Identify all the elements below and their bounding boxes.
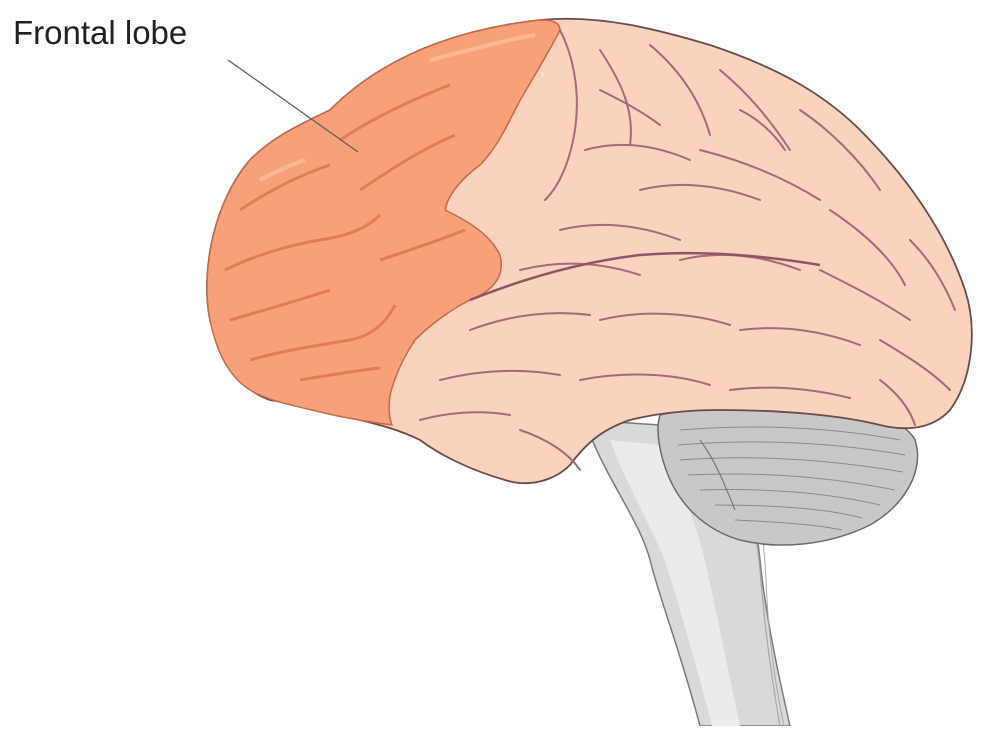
- cerebellum: [657, 407, 919, 546]
- frontal-lobe-label: Frontal lobe: [13, 14, 188, 51]
- frontal-lobe: [206, 19, 561, 426]
- cerebrum-gyri: [419, 29, 956, 471]
- leader-line: [227, 59, 359, 153]
- lateral-sulcus: [469, 251, 821, 302]
